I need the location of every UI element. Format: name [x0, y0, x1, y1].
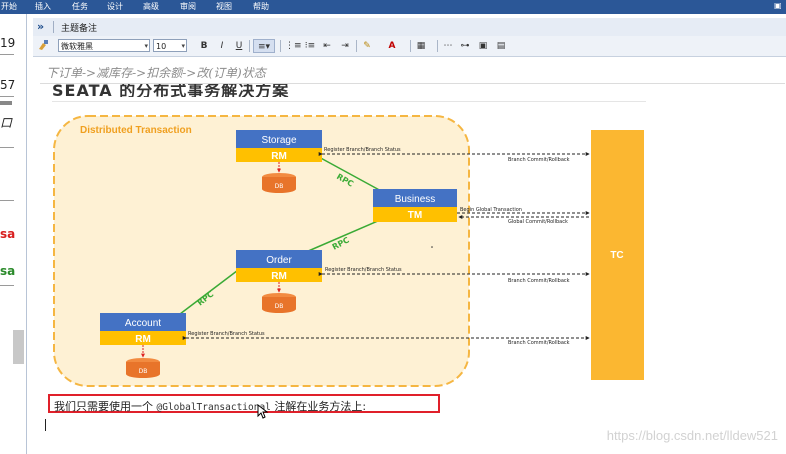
insert-object-icon[interactable]: ▤: [496, 41, 506, 51]
begin-global-label: Begin Global Transaction: [460, 207, 522, 213]
expand-chevron-icon[interactable]: »: [37, 20, 45, 33]
menu-advanced[interactable]: 高级: [143, 2, 159, 11]
caption-annotation-code: @GlobalTransactional: [156, 402, 271, 413]
indent-icon[interactable]: ⇥: [341, 41, 349, 51]
menu-review[interactable]: 审阅: [180, 2, 196, 11]
format-painter-icon[interactable]: [36, 39, 50, 53]
svg-text:Storage: Storage: [261, 135, 296, 146]
numbered-list-icon[interactable]: ⋮≡: [285, 41, 302, 51]
clipped-heading: SEATA 的分布式事务解决方案: [52, 84, 290, 97]
diagram-title: Distributed Transaction: [80, 125, 192, 136]
svg-text:DB: DB: [275, 303, 284, 310]
branch-commit-label: Branch Commit/Rollback: [508, 157, 570, 163]
svg-text:RM: RM: [271, 271, 287, 282]
menu-start[interactable]: 开始: [1, 2, 17, 11]
left-scrollbar-thumb[interactable]: [13, 330, 24, 364]
format-toolbar: 微软雅黑▾ 10▾ B I U ≡▾ ⋮≡ ⁝≡ ⇤ ⇥ ✎ A ▦ ⋯ ⊶ ▣…: [33, 36, 786, 57]
svg-text:RM: RM: [135, 334, 151, 345]
mouse-pointer-icon: [257, 404, 269, 419]
menu-help[interactable]: 帮助: [253, 2, 269, 11]
register-label: Register Branch/Branch Status: [324, 147, 401, 153]
text-cursor: [45, 419, 46, 431]
font-color-icon[interactable]: A: [388, 41, 396, 51]
business-node: Business TM: [373, 189, 457, 222]
svg-text:DB: DB: [139, 368, 148, 375]
register-label: Register Branch/Branch Status: [325, 267, 402, 273]
branch-commit-label: Branch Commit/Rollback: [508, 278, 570, 284]
left-fragment: sa: [0, 264, 16, 278]
font-name-select[interactable]: 微软雅黑▾: [58, 39, 150, 52]
global-commit-label: Global Commit/Rollback: [508, 219, 568, 225]
seata-diagram: Distributed Transaction RPC RPC RPC Stor…: [53, 115, 644, 387]
caption-prefix: 我们只需要使用一个: [54, 400, 157, 413]
left-pane: 19 57 口 sa sa: [0, 14, 27, 454]
menu-design[interactable]: 设计: [107, 2, 123, 11]
watermark: https://blog.csdn.net/lldew521: [606, 428, 778, 443]
account-node: Account RM DB: [100, 313, 186, 378]
svg-text:TC: TC: [610, 250, 623, 261]
italic-button[interactable]: I: [220, 41, 224, 51]
bullet-list-icon[interactable]: ⁝≡: [304, 41, 316, 51]
storage-node: Storage RM DB: [236, 130, 322, 193]
menu-task[interactable]: 任务: [72, 2, 88, 11]
outdent-icon[interactable]: ⇤: [323, 41, 331, 51]
svg-text:RM: RM: [271, 151, 287, 162]
order-node: Order RM DB: [236, 250, 322, 313]
font-size-select[interactable]: 10▾: [153, 39, 187, 52]
menu-insert[interactable]: 插入: [35, 2, 51, 11]
left-fragment: 57: [0, 78, 16, 92]
left-fragment: 口: [0, 116, 13, 130]
task-line: 下订单->减库存->扣余额->改(订单)状态: [46, 66, 266, 80]
link-icon[interactable]: ⊶: [460, 41, 470, 51]
menu-view[interactable]: 视图: [216, 2, 232, 11]
align-left-icon[interactable]: ≡▾: [253, 39, 275, 53]
register-label: Register Branch/Branch Status: [188, 331, 265, 337]
highlight-icon[interactable]: ✎: [363, 41, 371, 51]
left-fragment: sa: [0, 227, 16, 241]
svg-text:Order: Order: [266, 255, 292, 266]
symbol-icon[interactable]: ⋯: [443, 41, 453, 51]
highlighted-caption[interactable]: 我们只需要使用一个 @GlobalTransactional 注解在业务方法上:: [48, 394, 440, 413]
tc-node: TC: [591, 130, 644, 380]
table-icon[interactable]: ▦: [416, 41, 426, 51]
caption-suffix: 注解在业务方法上:: [270, 400, 367, 413]
svg-text:DB: DB: [275, 183, 284, 190]
underline-button[interactable]: U: [235, 41, 243, 51]
window-restore-icon[interactable]: ▣: [774, 1, 782, 10]
menu-bar: 开始 插入 任务 设计 高级 审阅 视图 帮助 ▣: [0, 0, 786, 14]
svg-text:Account: Account: [125, 318, 161, 329]
bold-button[interactable]: B: [200, 41, 208, 51]
svg-text:TM: TM: [408, 210, 422, 221]
svg-text:Business: Business: [395, 194, 436, 205]
left-fragment: 19: [0, 36, 16, 50]
panel-title: 主题备注: [61, 24, 98, 34]
image-icon[interactable]: ▣: [478, 41, 488, 51]
branch-commit-label: Branch Commit/Rollback: [508, 340, 570, 346]
panel-header: » 主题备注: [33, 18, 786, 37]
